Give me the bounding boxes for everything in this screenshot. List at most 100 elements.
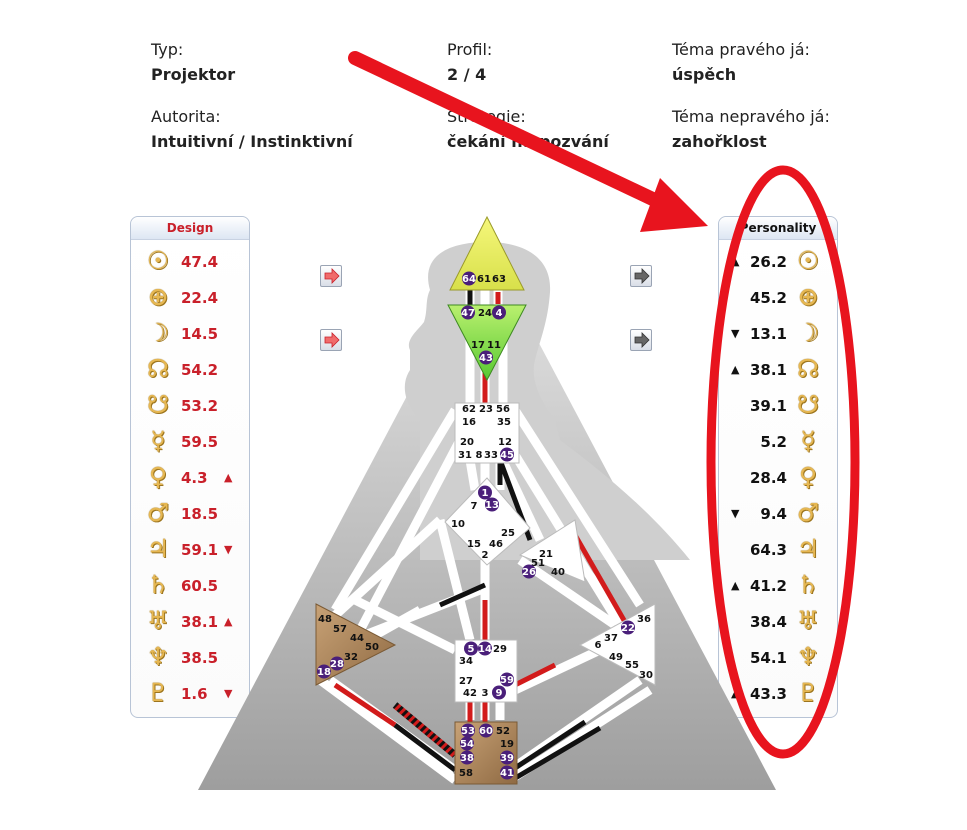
personality-arrow-button-2[interactable] — [630, 329, 652, 351]
saturn-icon: ♄ — [146, 570, 170, 599]
gate-label-16[interactable]: 16 — [462, 417, 476, 428]
gate-label-37[interactable]: 37 — [604, 633, 618, 644]
gate-label-60[interactable]: 60 — [479, 726, 493, 737]
gate-label-20[interactable]: 20 — [460, 437, 474, 448]
gate-label-52[interactable]: 52 — [496, 726, 510, 737]
gate-label-28[interactable]: 28 — [330, 659, 344, 670]
personality-row: ♄41.2▲ — [719, 571, 837, 601]
earth-icon: ⊕ — [147, 282, 169, 311]
gate-label-17[interactable]: 17 — [471, 340, 485, 351]
gate-label-1[interactable]: 1 — [482, 488, 489, 499]
personality-arrow-button-1[interactable] — [630, 265, 652, 287]
gate-label-26[interactable]: 26 — [522, 567, 536, 578]
gate-label-63[interactable]: 63 — [492, 274, 506, 285]
earth-icon: ⊕ — [797, 282, 819, 311]
gate-label-3[interactable]: 3 — [482, 688, 489, 699]
gate-label-64[interactable]: 64 — [462, 274, 476, 285]
gate-label-5[interactable]: 5 — [468, 644, 475, 655]
gate-label-61[interactable]: 61 — [477, 274, 491, 285]
gate-label-13[interactable]: 13 — [485, 500, 499, 511]
personality-value: 13.1 — [749, 325, 787, 343]
gate-label-54[interactable]: 54 — [460, 739, 474, 750]
gate-label-44[interactable]: 44 — [350, 633, 364, 644]
gate-label-8[interactable]: 8 — [476, 450, 483, 461]
gate-label-10[interactable]: 10 — [451, 519, 465, 530]
personality-row: ♀28.4 — [719, 463, 837, 493]
design-value: 53.2 — [181, 397, 219, 415]
gate-label-50[interactable]: 50 — [365, 642, 379, 653]
design-value: 59.5 — [181, 433, 219, 451]
gate-marker — [462, 271, 476, 286]
design-arrow: ▲ — [224, 615, 233, 628]
gate-label-40[interactable]: 40 — [551, 567, 565, 578]
design-row: ☋53.2 — [131, 391, 249, 421]
design-row: ♂18.5 — [131, 499, 249, 529]
gate-label-43[interactable]: 43 — [479, 353, 493, 364]
gate-label-36[interactable]: 36 — [637, 614, 651, 625]
gate-label-18[interactable]: 18 — [317, 667, 331, 678]
gate-label-7[interactable]: 7 — [471, 501, 478, 512]
mars-icon: ♂ — [796, 498, 820, 527]
personality-row: ♂9.4▼ — [719, 499, 837, 529]
gate-label-62[interactable]: 62 — [462, 404, 476, 415]
design-row: ♄60.5 — [131, 571, 249, 601]
gate-label-22[interactable]: 22 — [621, 623, 635, 634]
design-arrow-button-2[interactable] — [320, 329, 342, 351]
design-arrow-button-1[interactable] — [320, 265, 342, 287]
gate-label-15[interactable]: 15 — [467, 539, 481, 550]
gate-label-47[interactable]: 47 — [461, 308, 475, 319]
gate-label-14[interactable]: 14 — [478, 644, 492, 655]
gate-label-49[interactable]: 49 — [609, 652, 623, 663]
design-value: 38.5 — [181, 649, 219, 667]
gate-label-27[interactable]: 27 — [459, 676, 473, 687]
gate-label-21[interactable]: 21 — [539, 549, 553, 560]
personality-row: ☽13.1▼ — [719, 319, 837, 349]
gate-label-59[interactable]: 59 — [500, 675, 514, 686]
gate-label-39[interactable]: 39 — [500, 753, 514, 764]
gate-label-11[interactable]: 11 — [487, 340, 501, 351]
gate-label-57[interactable]: 57 — [333, 624, 347, 635]
design-row: ♇1.6▼ — [131, 679, 249, 709]
gate-label-55[interactable]: 55 — [625, 660, 639, 671]
gate-marker — [479, 350, 493, 365]
personality-row: ☿5.2 — [719, 427, 837, 457]
gate-label-25[interactable]: 25 — [501, 528, 515, 539]
gate-label-24[interactable]: 24 — [478, 308, 492, 319]
gate-label-32[interactable]: 32 — [344, 652, 358, 663]
gate-label-35[interactable]: 35 — [497, 417, 511, 428]
gate-label-46[interactable]: 46 — [489, 539, 503, 550]
design-value: 47.4 — [181, 253, 219, 271]
gate-label-9[interactable]: 9 — [496, 688, 503, 699]
sun-icon: ☉ — [796, 246, 820, 275]
gate-label-38[interactable]: 38 — [460, 753, 474, 764]
venus-icon: ♀ — [798, 462, 818, 491]
gate-label-34[interactable]: 34 — [459, 656, 473, 667]
gate-label-19[interactable]: 19 — [500, 739, 514, 750]
personality-title: Personality — [719, 217, 837, 240]
gate-label-30[interactable]: 30 — [639, 670, 653, 681]
gate-label-23[interactable]: 23 — [479, 404, 493, 415]
personality-row: ♆54.1 — [719, 643, 837, 673]
gate-label-29[interactable]: 29 — [493, 644, 507, 655]
gate-label-4[interactable]: 4 — [496, 308, 503, 319]
type-label: Typ: — [151, 40, 184, 59]
gate-label-45[interactable]: 45 — [500, 450, 514, 461]
gate-label-56[interactable]: 56 — [496, 404, 510, 415]
gate-label-48[interactable]: 48 — [318, 614, 332, 625]
moon-icon: ☽ — [796, 318, 820, 347]
gate-label-51[interactable]: 51 — [531, 558, 545, 569]
gate-label-42[interactable]: 42 — [463, 688, 477, 699]
gate-label-31[interactable]: 31 — [458, 450, 472, 461]
annotation-ellipse — [706, 165, 860, 759]
gate-label-41[interactable]: 41 — [500, 768, 514, 779]
info-not-self: Téma nepravého já: zahořklost — [672, 107, 830, 151]
gate-label-53[interactable]: 53 — [461, 726, 475, 737]
gate-label-58[interactable]: 58 — [459, 768, 473, 779]
gate-label-2[interactable]: 2 — [482, 550, 489, 561]
gate-label-12[interactable]: 12 — [498, 437, 512, 448]
jupiter-icon: ♃ — [146, 534, 170, 563]
gate-label-33[interactable]: 33 — [484, 450, 498, 461]
gate-label-6[interactable]: 6 — [595, 640, 602, 651]
